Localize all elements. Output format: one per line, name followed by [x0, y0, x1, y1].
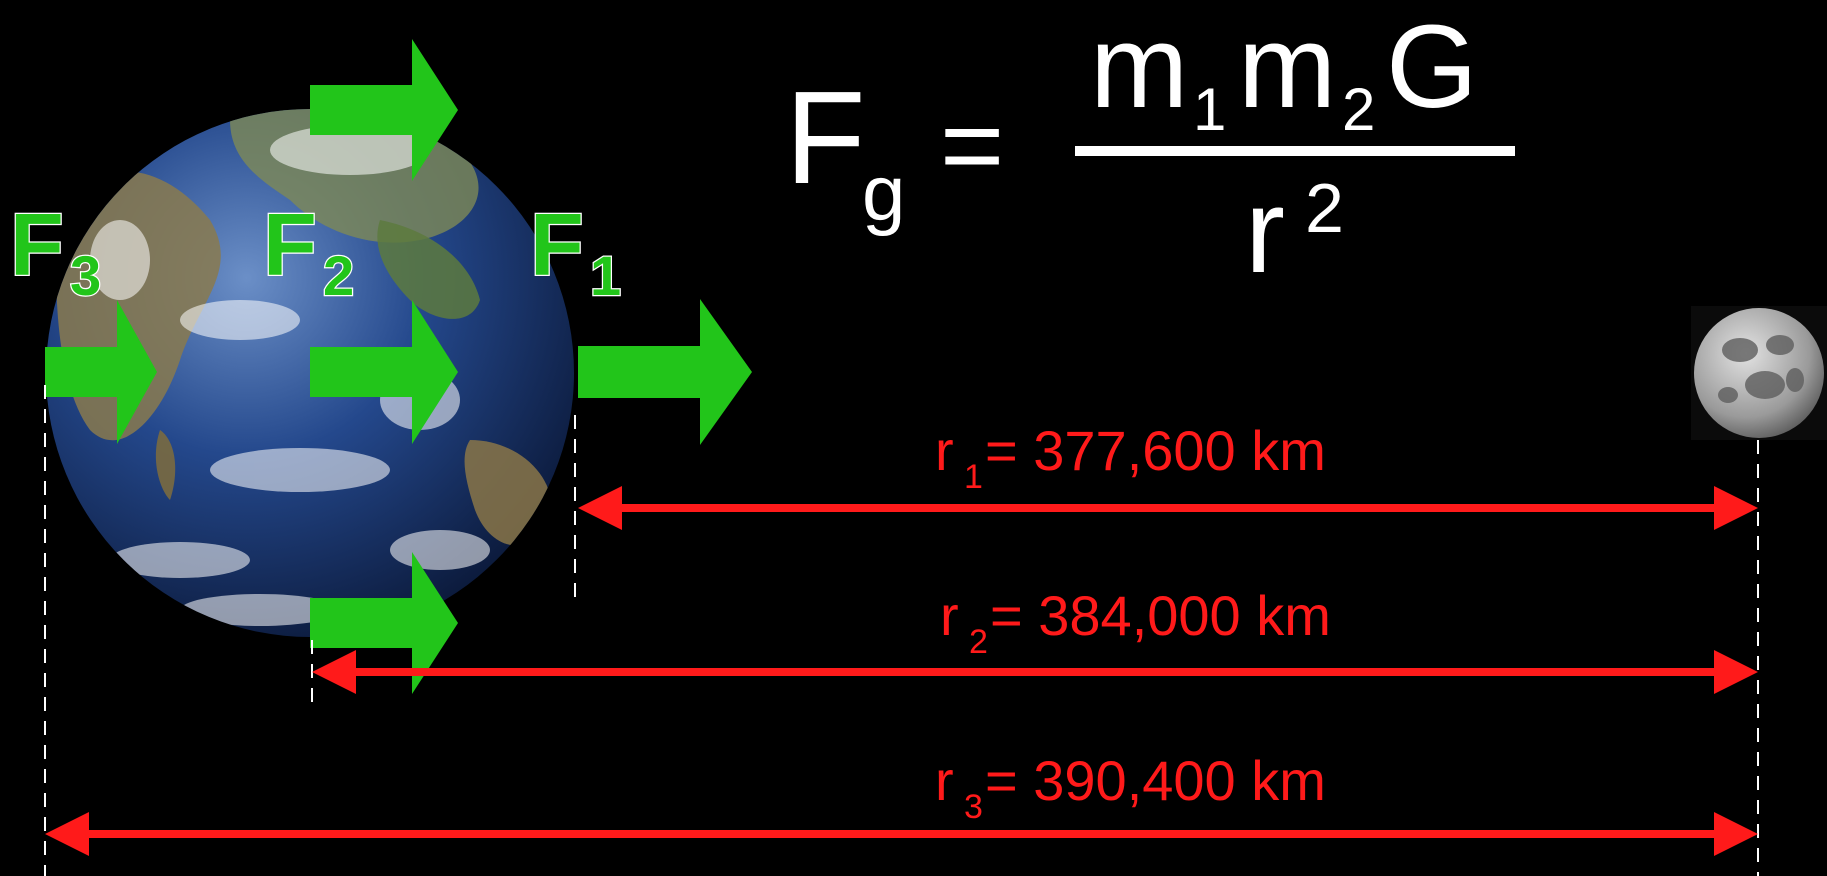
formula-numerator-sub2: 2 — [1342, 76, 1375, 143]
distance-arrow-r3 — [45, 812, 1758, 856]
formula-denominator-r: r — [1245, 164, 1285, 298]
force-label-f2-letter: F — [263, 195, 317, 294]
force-arrow-f1 — [578, 299, 752, 445]
force-label-f1-sub: 1 — [590, 244, 621, 307]
force-label-f2-sub: 2 — [323, 244, 354, 307]
formula-equals: = — [940, 84, 1004, 207]
formula-numerator-m1: m — [1090, 1, 1188, 133]
formula-numerator-m2: m — [1238, 1, 1336, 133]
force-arrows — [45, 39, 752, 694]
force-label-f3: F 3 — [9, 194, 103, 309]
force-label-f1: F 1 — [529, 194, 623, 309]
formula-fraction-bar — [1075, 146, 1515, 156]
distance-label-r2-sub: 2 — [969, 623, 988, 661]
distance-label-r1-sub: 1 — [964, 458, 983, 496]
reference-lines — [44, 385, 1759, 876]
distance-label-r2-letter: r — [940, 584, 959, 647]
formula-lhs-subscript: g — [862, 149, 905, 237]
force-labels: F 1 F 2 F 3 — [9, 194, 623, 309]
formula-numerator-sub1: 1 — [1193, 76, 1226, 143]
distance-arrows — [45, 486, 1758, 856]
force-label-f1-letter: F — [530, 195, 584, 294]
force-arrow-f3 — [45, 300, 157, 444]
distance-label-r3-value: = 390,400 km — [985, 749, 1326, 812]
force-arrow-f2-center — [310, 300, 458, 444]
force-label-f2: F 2 — [262, 194, 356, 309]
moon-icon — [1691, 306, 1827, 440]
force-label-f3-letter: F — [10, 195, 64, 294]
distance-label-r3-letter: r — [935, 749, 954, 812]
force-label-f3-sub: 3 — [70, 244, 101, 307]
distance-label-r1: r 1 = 377,600 km — [935, 419, 1326, 496]
formula-lhs: F — [785, 64, 866, 211]
distance-label-r3: r 3 = 390,400 km — [935, 749, 1326, 826]
formula-denominator-exp: 2 — [1305, 169, 1344, 247]
distance-labels: r 1 = 377,600 km r 2 = 384,000 km r 3 = … — [935, 419, 1331, 826]
distance-arrow-r2 — [312, 650, 1758, 694]
formula-numerator-G: G — [1386, 1, 1478, 133]
distance-label-r3-sub: 3 — [964, 788, 983, 826]
distance-arrow-r1 — [578, 486, 1758, 530]
force-arrow-f2-bottom — [310, 552, 458, 694]
gravity-formula: F g = m 1 m 2 G r 2 — [785, 1, 1515, 298]
distance-label-r2: r 2 = 384,000 km — [940, 584, 1331, 661]
distance-label-r2-value: = 384,000 km — [990, 584, 1331, 647]
distance-label-r1-letter: r — [935, 419, 954, 482]
distance-label-r1-value: = 377,600 km — [985, 419, 1326, 482]
force-arrow-f2-top — [310, 39, 458, 181]
